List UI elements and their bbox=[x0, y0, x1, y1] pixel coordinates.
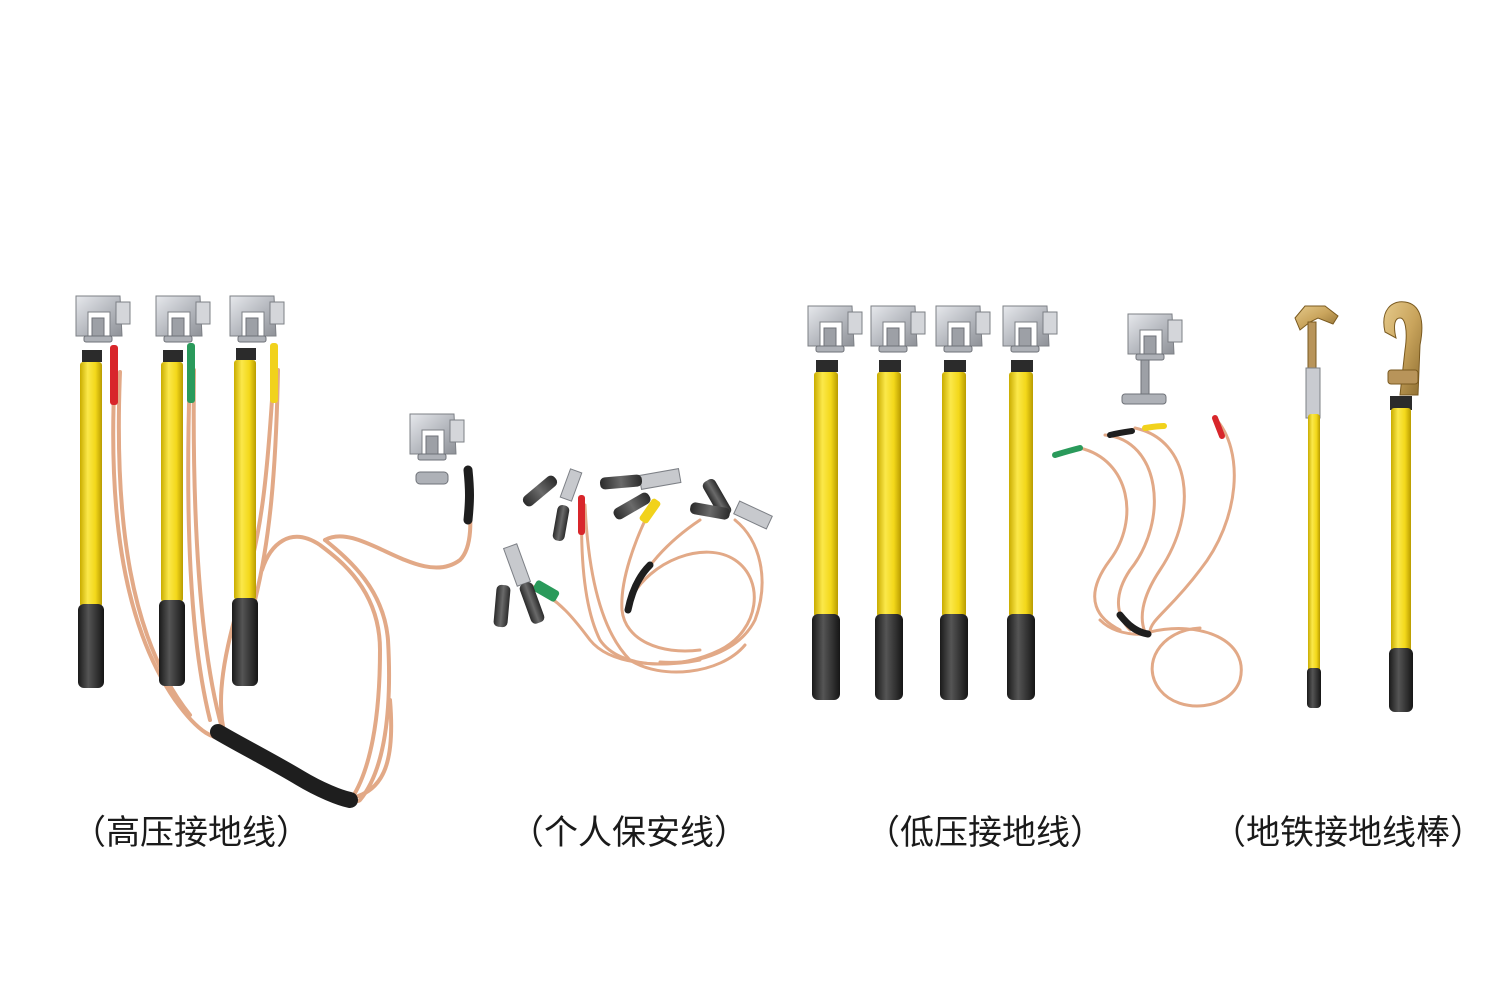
red-sleeve bbox=[110, 345, 118, 405]
personal-safety-wire-set bbox=[493, 468, 773, 674]
hv-pole-3 bbox=[229, 295, 285, 686]
alligator-clip-red bbox=[522, 468, 585, 541]
alligator-clip-yellow bbox=[599, 468, 682, 524]
lv-pole-3 bbox=[935, 305, 991, 700]
lv-pole-4 bbox=[1002, 305, 1058, 700]
cable-bundle-sleeve bbox=[210, 724, 358, 808]
rod-1 bbox=[1294, 305, 1339, 708]
rod-2 bbox=[1383, 301, 1423, 712]
hv-pole-2 bbox=[155, 295, 211, 686]
lv-pole-1 bbox=[807, 305, 863, 700]
caption-ground-rod: （地铁接地线棒） bbox=[1212, 813, 1484, 853]
lv-pole-2 bbox=[870, 305, 926, 700]
low-voltage-grounding-set bbox=[807, 305, 1243, 708]
hv-earth-clamp bbox=[409, 413, 465, 485]
lv-earth-clamp bbox=[1121, 313, 1183, 405]
caption-personal-safety: （个人保安线） bbox=[510, 813, 748, 853]
yellow-sleeve bbox=[270, 343, 278, 403]
subway-grounding-rod-set bbox=[1294, 301, 1423, 712]
caption-low-voltage: （低压接地线） bbox=[866, 813, 1104, 853]
ground-clamp-sleeve bbox=[463, 465, 474, 525]
alligator-clip-black bbox=[690, 479, 773, 530]
alligator-clip-green bbox=[493, 543, 560, 628]
green-sleeve bbox=[187, 343, 195, 403]
lv-copper-cables bbox=[1078, 416, 1243, 708]
safety-copper-cables bbox=[528, 498, 764, 674]
hv-pole-1 bbox=[75, 295, 131, 688]
high-voltage-grounding-set bbox=[75, 295, 474, 808]
caption-high-voltage: （高压接地线） bbox=[72, 813, 310, 853]
